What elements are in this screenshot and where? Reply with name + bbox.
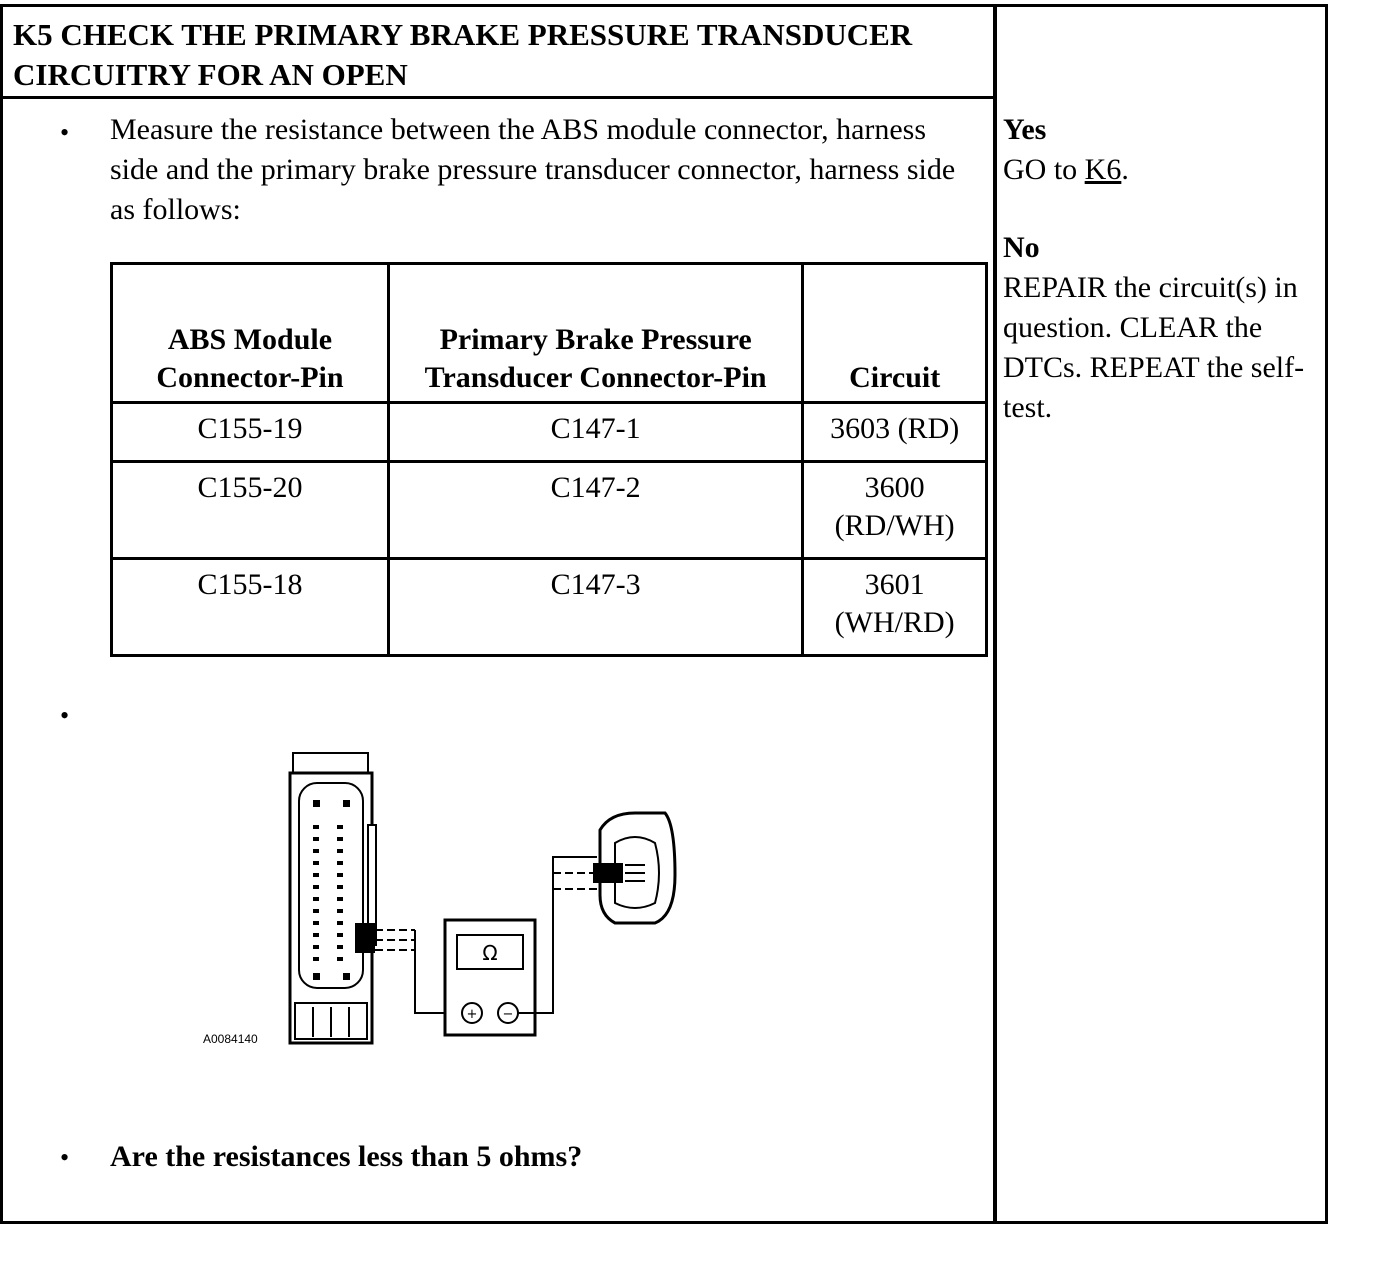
- abs-probe-leads: [375, 929, 457, 1014]
- table-cell: 3600 (RD/WH): [801, 460, 988, 560]
- table-cell: C155-20: [110, 460, 390, 560]
- column-header-transducer-pin: Primary Brake Pressure Transducer Connec…: [386, 262, 805, 404]
- column-header-circuit: Circuit: [801, 262, 988, 404]
- measure-instruction: Measure the resistance between the ABS m…: [110, 113, 956, 226]
- table-row: C155-18 C147-3 3601 (WH/RD): [110, 557, 988, 657]
- column-header-abs-pin: ABS Module Connector-Pin: [110, 262, 390, 404]
- pin-table: ABS Module Connector-Pin Primary Brake P…: [110, 262, 988, 657]
- column-divider: [993, 4, 997, 1224]
- ohm-symbol: Ω: [482, 941, 497, 965]
- table-header-row: ABS Module Connector-Pin Primary Brake P…: [110, 262, 988, 404]
- ohmmeter-icon: Ω + −: [443, 918, 537, 1037]
- yes-action-prefix: GO to: [1003, 153, 1078, 186]
- table-cell: C147-3: [386, 557, 805, 657]
- transducer-connector-icon: [593, 811, 677, 925]
- wiring-diagram: Ω + − A0084140: [203, 752, 677, 1046]
- negative-terminal: −: [503, 1007, 514, 1022]
- yes-action-suffix: .: [1121, 153, 1129, 186]
- step-header: K5 CHECK THE PRIMARY BRAKE PRESSURE TRAN…: [3, 7, 993, 99]
- no-label: No: [1003, 231, 1040, 264]
- bullet: •: [60, 701, 70, 730]
- table-cell: 3601 (WH/RD): [801, 557, 988, 657]
- table-cell: C155-19: [110, 401, 390, 463]
- table-cell: 3603 (RD): [801, 401, 988, 463]
- bullet: •: [60, 118, 70, 147]
- table-row: C155-19 C147-1 3603 (RD): [110, 401, 988, 463]
- table-cell: C147-1: [386, 401, 805, 463]
- table-cell: C155-18: [110, 557, 390, 657]
- procedure-frame: [0, 4, 1328, 1224]
- test-question: Are the resistances less than 5 ohms?: [110, 1140, 583, 1173]
- yes-label: Yes: [1003, 113, 1047, 146]
- no-action: REPAIR the circuit(s) in question. CLEAR…: [1003, 271, 1305, 424]
- table-cell: C147-2: [386, 460, 805, 560]
- result-column: Yes GO to K6. No REPAIR the circuit(s) i…: [1003, 110, 1323, 428]
- yes-action: GO to K6.: [1003, 150, 1323, 190]
- figure-id-label: A0084140: [203, 1032, 258, 1046]
- bullet: •: [60, 1143, 70, 1172]
- positive-terminal: +: [467, 1007, 478, 1022]
- step-title: K5 CHECK THE PRIMARY BRAKE PRESSURE TRAN…: [13, 17, 913, 92]
- goto-k6-link[interactable]: K6: [1084, 153, 1122, 186]
- abs-module-connector-icon: [288, 752, 377, 1045]
- table-row: C155-20 C147-2 3600 (RD/WH): [110, 460, 988, 560]
